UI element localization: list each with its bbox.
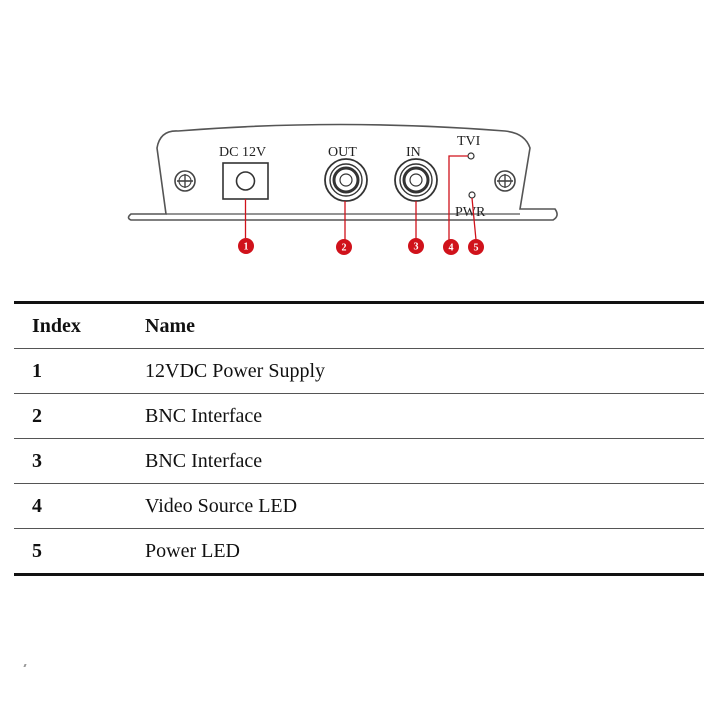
left-screw-icon bbox=[174, 170, 196, 192]
tvi-led-icon bbox=[467, 152, 475, 160]
bnc-out-connector-icon bbox=[324, 158, 368, 202]
chassis-outline bbox=[127, 123, 558, 221]
marker-2: 2 bbox=[336, 239, 352, 255]
stray-mark bbox=[23, 664, 27, 667]
marker-1: 1 bbox=[238, 238, 254, 254]
row-name-cell: 12VDC Power Supply bbox=[127, 348, 704, 394]
row-index-cell: 4 bbox=[14, 483, 127, 529]
marker-3: 3 bbox=[408, 238, 424, 254]
row-index-cell: 2 bbox=[14, 393, 127, 439]
row-index-cell: 5 bbox=[32, 539, 42, 562]
row-index-cell: 3 bbox=[14, 438, 127, 484]
bnc-in-connector-icon bbox=[394, 158, 438, 202]
table-row: 5 Power LED bbox=[14, 529, 704, 575]
out-label: OUT bbox=[328, 145, 357, 160]
index-column-header: Index bbox=[14, 302, 127, 349]
row-index-cell: 1 bbox=[14, 348, 127, 394]
right-screw-icon bbox=[494, 170, 516, 192]
in-label: IN bbox=[406, 145, 421, 160]
marker-2-number: 2 bbox=[342, 243, 347, 254]
device-front-panel-diagram: DC 12V OUT IN TVI PWR 1 2 3 bbox=[127, 123, 558, 255]
row-name-cell: Video Source LED bbox=[127, 483, 704, 529]
table-row: 3 BNC Interface bbox=[14, 438, 704, 484]
marker-5-number: 5 bbox=[474, 243, 479, 254]
table-header-row: Index Name bbox=[14, 302, 704, 349]
name-column-header: Name bbox=[127, 302, 704, 349]
pwr-led-icon bbox=[468, 191, 476, 199]
marker-3-number: 3 bbox=[414, 242, 419, 253]
marker-4-number: 4 bbox=[449, 243, 454, 254]
marker-1-number: 1 bbox=[244, 242, 249, 253]
table-row: 2 BNC Interface bbox=[14, 393, 704, 439]
marker-4: 4 bbox=[443, 239, 459, 255]
row-name-cell: BNC Interface bbox=[127, 393, 704, 439]
dc-label: DC 12V bbox=[219, 145, 266, 160]
marker-5: 5 bbox=[468, 239, 484, 255]
row-name-cell: BNC Interface bbox=[127, 438, 704, 484]
table-row: 4 Video Source LED bbox=[14, 483, 704, 529]
leader-lines bbox=[244, 155, 477, 241]
pwr-label: PWR bbox=[455, 205, 486, 220]
row-name-cell: Power LED bbox=[145, 539, 240, 562]
dc-power-jack-icon bbox=[222, 162, 269, 200]
component-table: Index Name 1 12VDC Power Supply 2 BNC In… bbox=[14, 301, 704, 576]
table-row: 1 12VDC Power Supply bbox=[14, 348, 704, 394]
tvi-label: TVI bbox=[457, 134, 481, 149]
